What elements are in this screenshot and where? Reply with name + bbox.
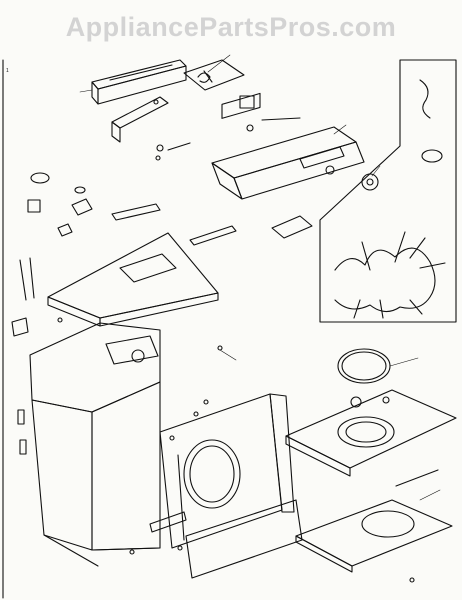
left-small-parts [27,172,237,246]
base-plate [285,389,457,477]
mounting-bracket [111,96,169,143]
side-strip [269,393,295,513]
bottom-pan [295,469,453,573]
left-harness-parts [11,257,35,455]
control-panel-console [211,92,365,200]
callout-leaders [79,54,441,501]
door-gasket [337,348,391,384]
top-rail-bracket [91,59,187,105]
small-plate [271,215,313,239]
screws [57,317,415,583]
cabinet [29,322,161,567]
small-parts-cluster [155,95,301,161]
timer-module-box [183,59,245,91]
corner-mark: 1 [6,68,9,74]
lower-bracket [149,511,187,533]
control-knob [361,173,379,191]
kick-panel [185,499,303,579]
wire-harness-inset [319,59,457,323]
top-cover [47,232,219,327]
